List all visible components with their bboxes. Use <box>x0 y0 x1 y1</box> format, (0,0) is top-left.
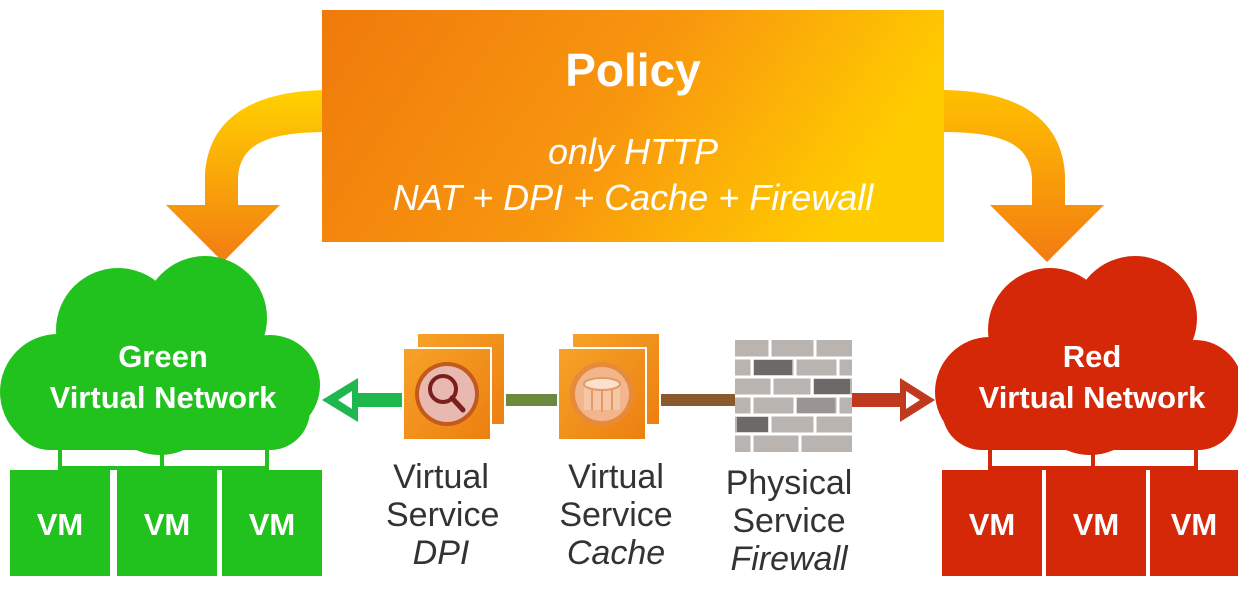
dpi-service-caption: Virtual Service DPI <box>386 458 500 572</box>
red-vm-2-label: VM <box>1073 507 1120 542</box>
green-vm-2 <box>117 470 217 576</box>
red-vm-links <box>988 440 1198 470</box>
dpi-service-icon <box>402 332 506 441</box>
policy-title: Policy <box>565 44 701 96</box>
red-vm-3 <box>1150 470 1238 576</box>
cache-service-icon <box>557 332 661 441</box>
red-cloud <box>935 256 1238 455</box>
cache-service-word: Service <box>559 496 673 534</box>
green-vm-2-label: VM <box>144 507 191 542</box>
brick-wall-icon <box>735 340 852 452</box>
green-network-label-1: Green <box>118 339 208 374</box>
cache-service-kind: Virtual <box>568 458 664 496</box>
dpi-service-word: Service <box>386 496 500 534</box>
green-vm-3 <box>222 470 322 576</box>
green-vm-3-label: VM <box>249 507 296 542</box>
policy-arrow-right <box>940 90 1104 262</box>
database-icon <box>570 362 634 426</box>
red-vm-1 <box>942 470 1042 576</box>
magnifier-icon <box>415 362 479 426</box>
firewall-service-name: Firewall <box>730 540 848 578</box>
policy-line-1: only HTTP <box>548 131 718 172</box>
dpi-service-name: DPI <box>412 534 470 572</box>
cache-service-name: Cache <box>566 534 666 572</box>
firewall-service-word: Service <box>732 502 846 540</box>
green-vm-links <box>58 440 269 470</box>
dpi-service-kind: Virtual <box>393 458 489 496</box>
green-network-label-2: Virtual Network <box>50 380 278 415</box>
policy-line-2: NAT + DPI + Cache + Firewall <box>393 177 875 218</box>
red-vm-2 <box>1046 470 1146 576</box>
red-network-label-1: Red <box>1063 339 1122 374</box>
service-chain <box>322 378 935 422</box>
red-vm-1-label: VM <box>969 507 1016 542</box>
green-vm-1 <box>10 470 110 576</box>
firewall-service-caption: Physical Service Firewall <box>714 464 864 578</box>
firewall-service-kind: Physical <box>725 464 853 502</box>
red-network-label-2: Virtual Network <box>979 380 1207 415</box>
policy-box <box>322 10 944 242</box>
red-vm-3-label: VM <box>1171 507 1218 542</box>
green-cloud <box>0 256 320 455</box>
green-vm-1-label: VM <box>37 507 84 542</box>
cache-service-caption: Virtual Service Cache <box>550 458 682 572</box>
policy-arrow-left <box>166 90 330 262</box>
